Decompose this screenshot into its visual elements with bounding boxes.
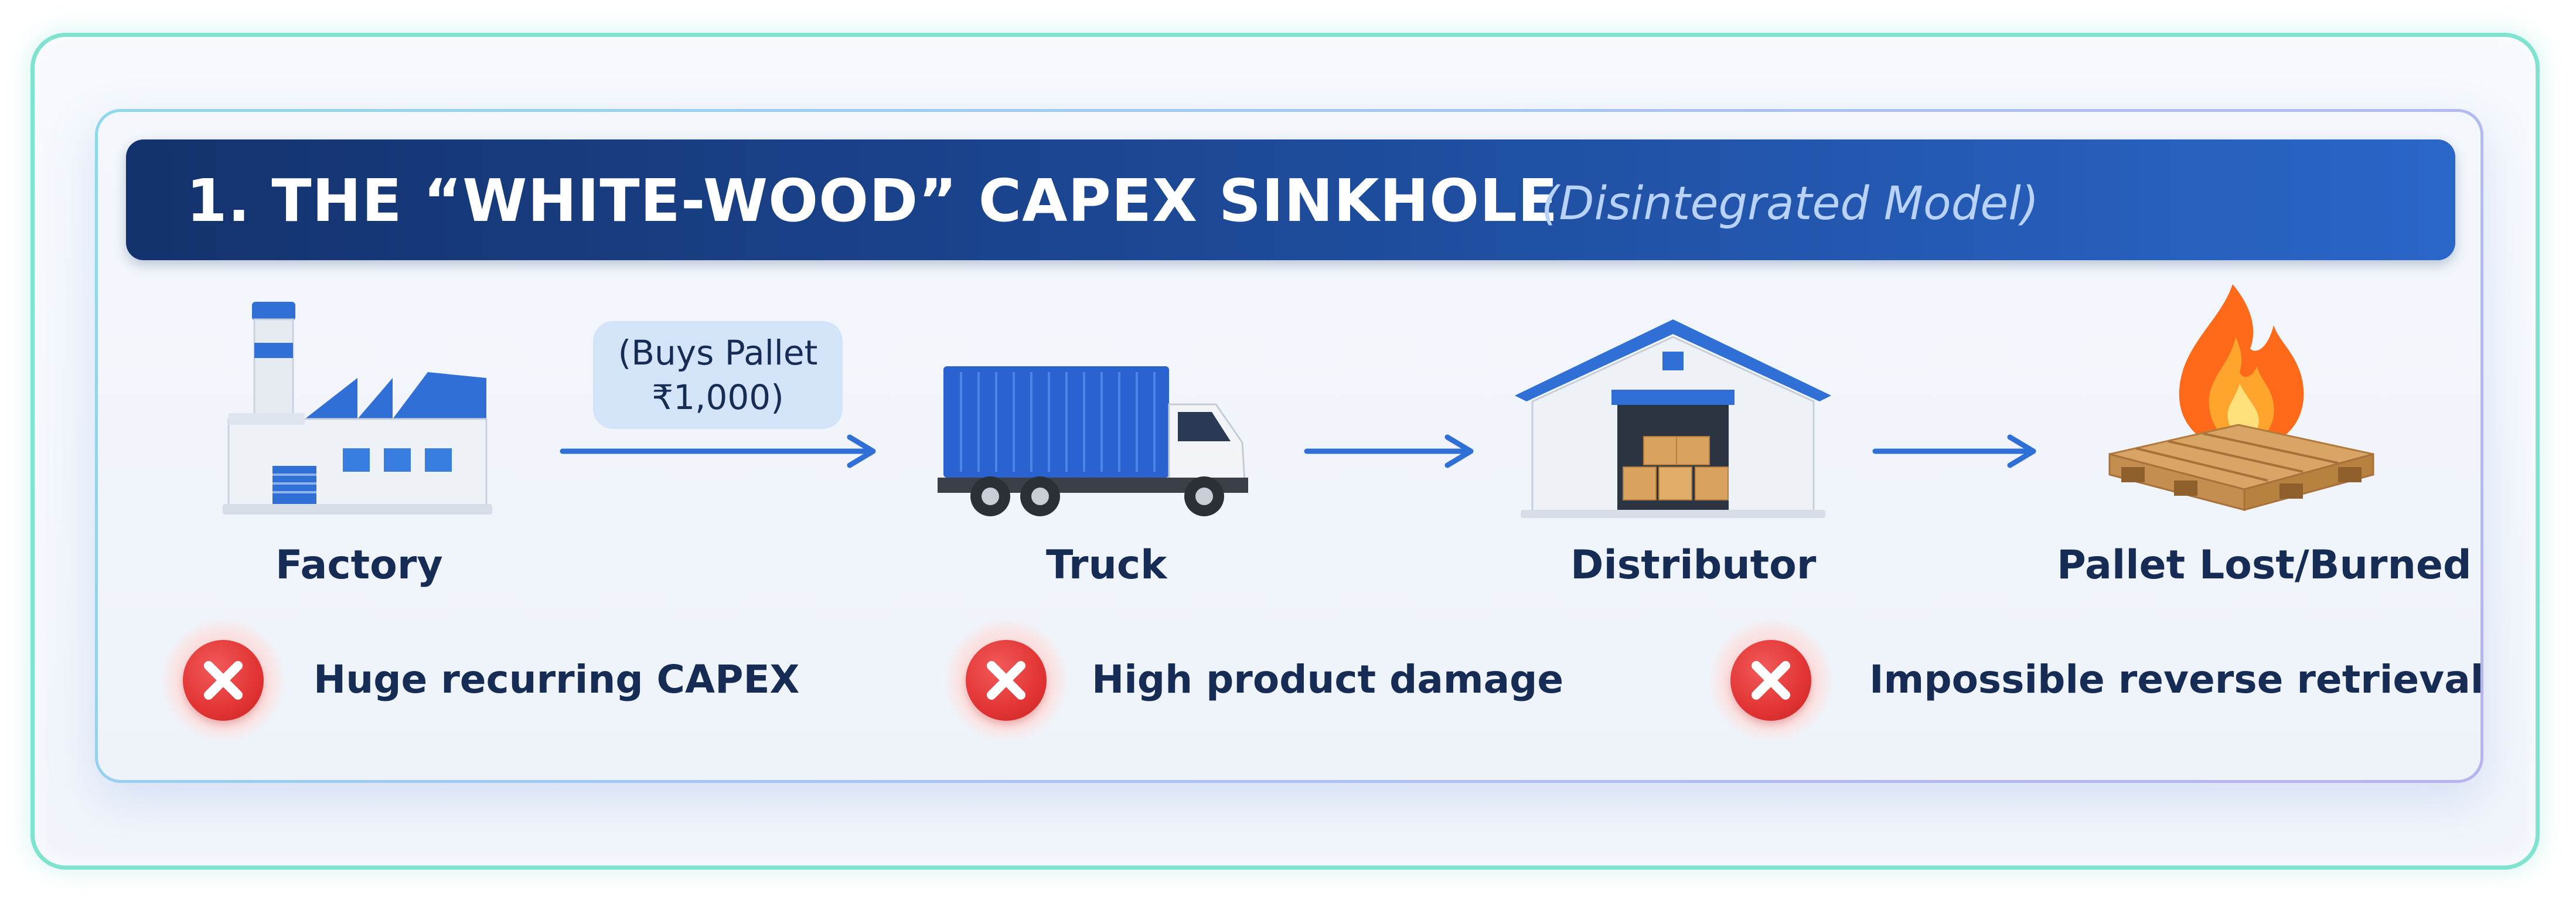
flow-arrow-3: [1872, 434, 2036, 468]
node-label-pallet-lost: Pallet Lost/Burned: [2057, 542, 2472, 588]
warehouse-icon: [1515, 319, 1831, 518]
flow-arrow-2: [1304, 434, 1474, 468]
node-label-truck: Truck: [1046, 542, 1167, 588]
price-tag-line2: ₹1,000): [652, 377, 784, 417]
truck-icon: [938, 366, 1248, 516]
issue-text-retrieval: Impossible reverse retrieval: [1869, 657, 2484, 702]
price-tag: (Buys Pallet ₹1,000): [593, 321, 843, 429]
flow-arrow-1: [560, 434, 876, 468]
factory-icon: [223, 302, 492, 515]
burning-pallet-icon: [2108, 284, 2374, 511]
error-x-icon: [945, 619, 1068, 742]
issue-text-damage: High product damage: [1092, 657, 1564, 702]
node-label-distributor: Distributor: [1570, 542, 1817, 588]
page-title: 1. THE “WHITE-WOOD” CAPEX SINKHOLE: [186, 166, 1559, 235]
title-banner: [126, 139, 2455, 260]
price-tag-line1: (Buys Pallet: [618, 333, 818, 373]
error-x-icon: [162, 619, 285, 742]
page-subtitle: (Disintegrated Model): [1541, 178, 2039, 230]
error-x-icon: [1709, 619, 1832, 742]
issue-text-capex: Huge recurring CAPEX: [314, 657, 800, 702]
node-label-factory: Factory: [275, 542, 443, 588]
